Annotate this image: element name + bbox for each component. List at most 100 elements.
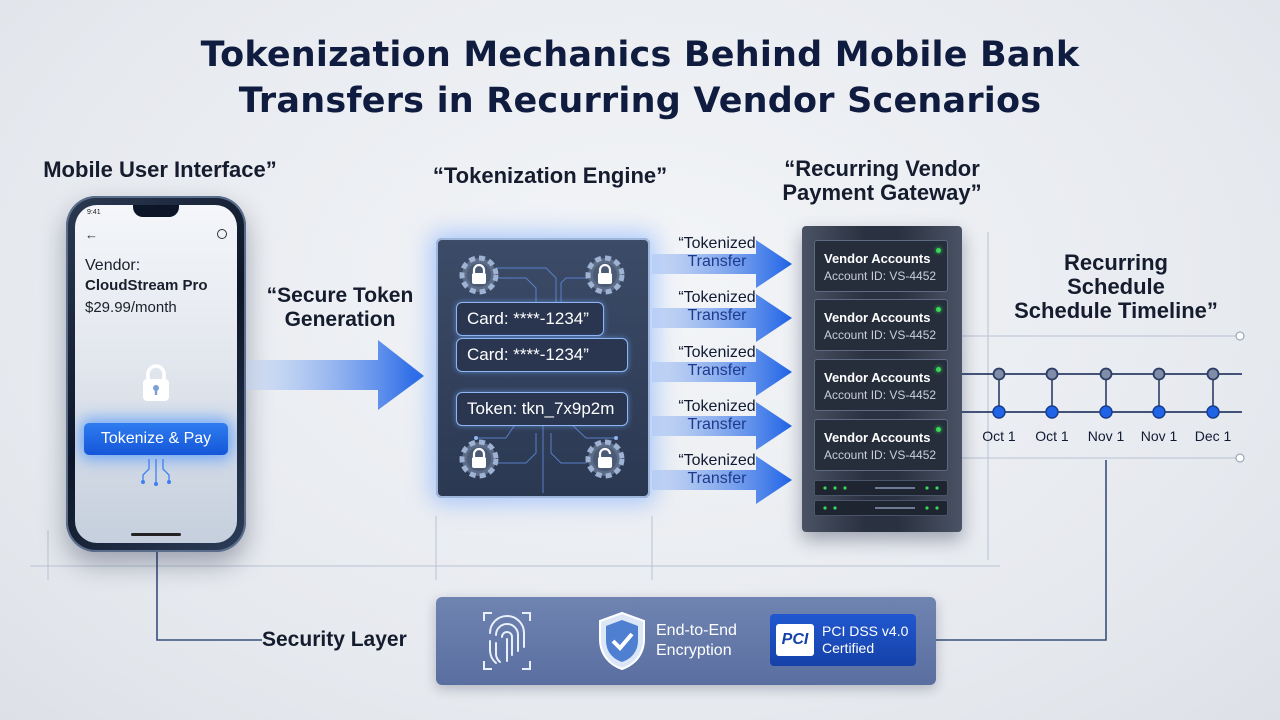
gateway-label: “Recurring Vendor Payment Gateway”	[752, 157, 1012, 205]
vendor-account-card[interactable]: Vendor Accounts Account ID: VS-4452	[814, 299, 948, 351]
status-led	[936, 307, 941, 312]
vendor-account-id: Account ID: VS-4452	[824, 269, 937, 283]
shield-check-icon	[599, 611, 645, 671]
timeline-date: Nov 1	[1087, 428, 1125, 444]
timeline-label-line-1: Recurring	[1064, 250, 1168, 275]
security-layer-panel: End-to-End Encryption PCI PCI DSS v4.0 C…	[436, 597, 936, 685]
transfer-label-line-1: “Tokenized	[678, 452, 756, 469]
phone-screen: 9:41 ← Vendor: CloudStream Pro $29.99/mo…	[75, 205, 237, 543]
transfer-label-line-2: Transfer	[687, 416, 747, 433]
circuit-board	[474, 267, 618, 493]
mobile-phone: 9:41 ← Vendor: CloudStream Pro $29.99/mo…	[66, 196, 246, 552]
timeline-node	[992, 405, 1006, 419]
status-time: 9:41	[87, 209, 101, 216]
engine-label: “Tokenization Engine”	[432, 163, 668, 188]
pci-text: PCI DSS v4.0 Certified	[822, 623, 908, 657]
vendor-account-card[interactable]: Vendor Accounts Account ID: VS-4452	[814, 240, 948, 292]
gateway-label-line-2: Payment Gateway”	[782, 180, 982, 205]
status-led	[936, 248, 941, 253]
timeline-node	[1206, 405, 1220, 419]
vendor-account-title: Vendor Accounts	[824, 370, 931, 385]
vendor-account-id: Account ID: VS-4452	[824, 448, 937, 462]
transfer-label-line-1: “Tokenized	[678, 235, 756, 252]
server-rack-unit	[814, 480, 948, 496]
tokenize-pay-button[interactable]: Tokenize & Pay	[84, 423, 228, 455]
vendor-account-title: Vendor Accounts	[824, 251, 931, 266]
vendor-price: $29.99/month	[85, 299, 177, 316]
transfer-label: “Tokenized Transfer	[662, 398, 772, 434]
transfer-label: “Tokenized Transfer	[662, 452, 772, 488]
transfer-arrow	[652, 456, 792, 504]
transfer-label: “Tokenized Transfer	[662, 344, 772, 380]
vendor-account-title: Vendor Accounts	[824, 310, 931, 325]
transfer-label: “Tokenized Transfer	[662, 235, 772, 271]
transfer-arrow	[652, 402, 792, 450]
pci-line-2: Certified	[822, 640, 875, 656]
card-field: Card: ****-1234”	[456, 338, 628, 372]
pci-dss-badge: PCI PCI DSS v4.0 Certified	[770, 614, 916, 666]
status-led	[936, 427, 941, 432]
rack-leds	[823, 486, 939, 490]
mobile-ui-label: Mobile User Interface”	[43, 157, 277, 182]
vendor-label: Vendor:	[85, 257, 141, 274]
security-layer-label: Security Layer	[262, 628, 407, 651]
encryption-line-1: End-to-End	[656, 622, 737, 639]
timeline-node	[1099, 405, 1113, 419]
circuit-icon	[141, 459, 171, 486]
transfer-arrows	[652, 240, 792, 504]
transfer-label-line-1: “Tokenized	[678, 398, 756, 415]
transfer-label-line-2: Transfer	[687, 253, 747, 270]
transfer-arrow	[652, 294, 792, 342]
secure-token-label: “Secure Token Generation	[250, 284, 430, 332]
home-indicator	[131, 533, 181, 536]
big-arrow	[246, 340, 424, 410]
title-line-1: Tokenization Mechanics Behind Mobile Ban…	[200, 35, 1080, 75]
transfer-label-line-1: “Tokenized	[678, 344, 756, 361]
transfer-label-line-2: Transfer	[687, 307, 747, 324]
timeline-date: Dec 1	[1194, 428, 1232, 444]
encryption-text: End-to-End Encryption	[656, 621, 737, 661]
phone-notch	[133, 205, 179, 217]
secure-token-line-1: “Secure Token	[266, 284, 414, 307]
timeline-date: Nov 1	[1140, 428, 1178, 444]
diagram-title: Tokenization Mechanics Behind Mobile Ban…	[0, 32, 1280, 124]
timeline-node	[1045, 405, 1059, 419]
transfer-label-line-1: “Tokenized	[678, 289, 756, 306]
rack-leds	[823, 506, 939, 510]
timeline-label-line-2: Schedule	[1067, 274, 1165, 299]
payment-gateway-server: Vendor Accounts Account ID: VS-4452 Vend…	[802, 226, 962, 532]
vendor-account-title: Vendor Accounts	[824, 430, 931, 445]
gear-lock-icon	[459, 255, 499, 295]
vendor-name: CloudStream Pro	[85, 277, 208, 294]
encryption-line-2: Encryption	[656, 642, 732, 659]
status-led	[936, 367, 941, 372]
token-field: Token: tkn_7x9p2m	[456, 392, 628, 426]
timeline-label-line-3: Schedule Timeline”	[1014, 298, 1218, 323]
secure-token-line-2: Generation	[284, 308, 396, 331]
card-field: Card: ****-1234”	[456, 302, 604, 336]
fingerprint-icon	[483, 612, 531, 670]
gear-lock-icon	[459, 439, 499, 479]
transfer-arrow	[652, 348, 792, 396]
timeline-node	[1152, 405, 1166, 419]
timeline-label: Recurring Schedule Schedule Timeline”	[1000, 251, 1232, 323]
lock-icon	[143, 364, 169, 401]
pci-logo-icon: PCI	[776, 624, 814, 656]
vendor-account-id: Account ID: VS-4452	[824, 388, 937, 402]
vendor-account-id: Account ID: VS-4452	[824, 328, 937, 342]
vendor-account-card[interactable]: Vendor Accounts Account ID: VS-4452	[814, 419, 948, 471]
gateway-label-line-1: “Recurring Vendor	[784, 156, 980, 181]
title-line-2: Transfers in Recurring Vendor Scenarios	[238, 81, 1042, 121]
share-icon[interactable]	[217, 229, 227, 239]
transfer-label: “Tokenized Transfer	[662, 289, 772, 325]
timeline-date: Oct 1	[1035, 428, 1069, 444]
vendor-account-card[interactable]: Vendor Accounts Account ID: VS-4452	[814, 359, 948, 411]
server-rack-unit	[814, 500, 948, 516]
gear-lock-icon	[585, 255, 625, 295]
schedule-timeline	[962, 367, 1242, 419]
transfer-arrow	[652, 240, 792, 288]
pci-line-1: PCI DSS v4.0	[822, 623, 909, 639]
back-arrow-icon[interactable]: ←	[85, 227, 98, 242]
tokenization-engine: Card: ****-1234” Card: ****-1234” Token:…	[436, 238, 650, 498]
